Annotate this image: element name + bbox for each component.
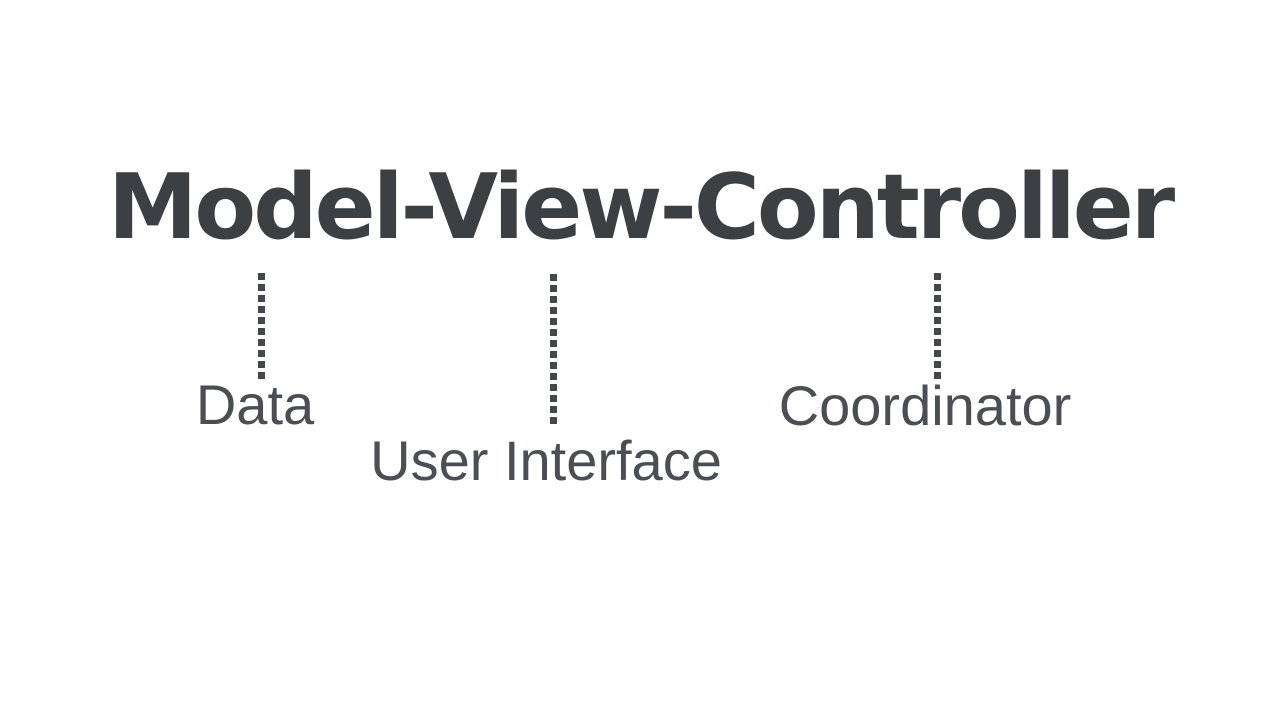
dotted-connector-model	[258, 273, 265, 379]
dotted-connector-view	[550, 274, 557, 424]
dotted-connector-controller	[934, 273, 941, 379]
annotation-model-meaning: Data	[195, 373, 315, 436]
annotation-controller-meaning: Coordinator	[778, 374, 1072, 437]
page-title: Model-View-Controller	[107, 155, 1175, 260]
annotation-view-meaning: User Interface	[370, 429, 722, 492]
